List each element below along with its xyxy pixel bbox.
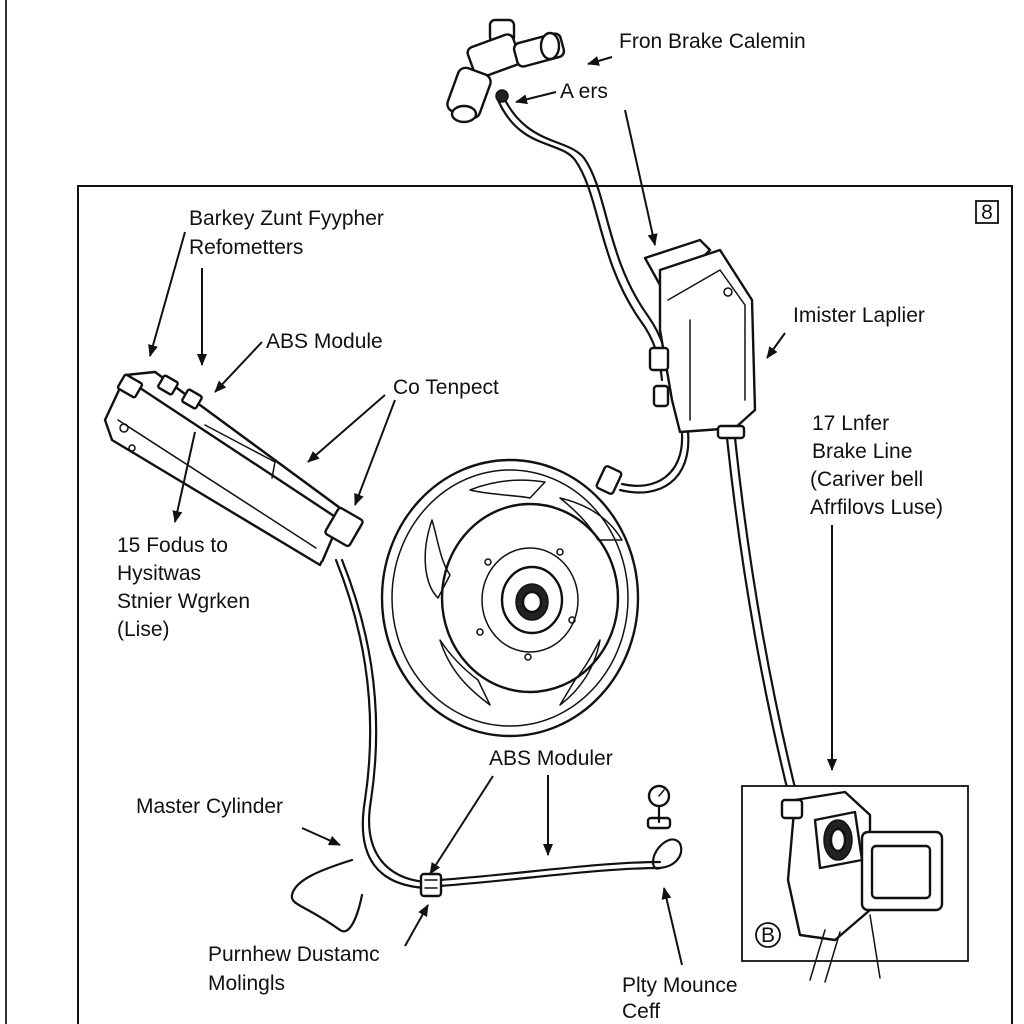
label-purnhew-1: Purnhew Dustamc: [208, 943, 380, 966]
label-fodus-4: (Lise): [117, 618, 170, 641]
label-barkey-line2: Refometters: [189, 236, 303, 259]
brake-lines: [290, 96, 800, 933]
top-fitting: [446, 18, 566, 124]
inset-panel: B: [741, 785, 969, 983]
labels: Fron Brake Calemin A ers Barkey Zunt Fyy…: [117, 30, 943, 1023]
label-brake-line-2: Brake Line: [812, 440, 912, 463]
label-barkey-line1: Barkey Zunt Fyypher: [189, 207, 384, 230]
label-plty-2: Ceff: [622, 1000, 660, 1023]
label-master-cylinder: Master Cylinder: [136, 795, 283, 818]
label-fodus-2: Hysitwas: [117, 562, 201, 585]
label-imister-laplier: Imister Laplier: [793, 304, 925, 327]
svg-text:B: B: [761, 924, 775, 947]
label-purnhew-2: Molingls: [208, 972, 285, 995]
label-brake-line-4: Afrfilovs Luse): [810, 496, 943, 519]
diagram-frame: [77, 185, 1013, 1024]
brake-caliper: [643, 238, 757, 440]
label-aers: A ers: [560, 80, 608, 103]
leader-arrows: [148, 56, 837, 966]
label-from-brake-calemin: Fron Brake Calemin: [619, 30, 806, 53]
label-plty-1: Plty Mounce: [622, 974, 738, 997]
label-abs-module: ABS Module: [266, 330, 383, 353]
label-co-tenpect: Co Tenpect: [393, 376, 499, 399]
abs-module: [103, 370, 364, 567]
lower-fitting: [419, 872, 443, 898]
label-brake-line-1: 17 Lnfer: [812, 412, 889, 435]
corner-number-badge: 8: [975, 200, 999, 224]
pressure-sensor: [646, 784, 683, 870]
label-abs-moduler: ABS Moduler: [489, 747, 613, 770]
svg-text:8: 8: [981, 201, 993, 224]
label-brake-line-3: (Cariver bell: [810, 468, 923, 491]
label-fodus-1: 15 Fodus to: [117, 534, 228, 557]
label-fodus-3: Stnier Wgrken: [117, 590, 250, 613]
brake-rotor: [380, 458, 640, 738]
